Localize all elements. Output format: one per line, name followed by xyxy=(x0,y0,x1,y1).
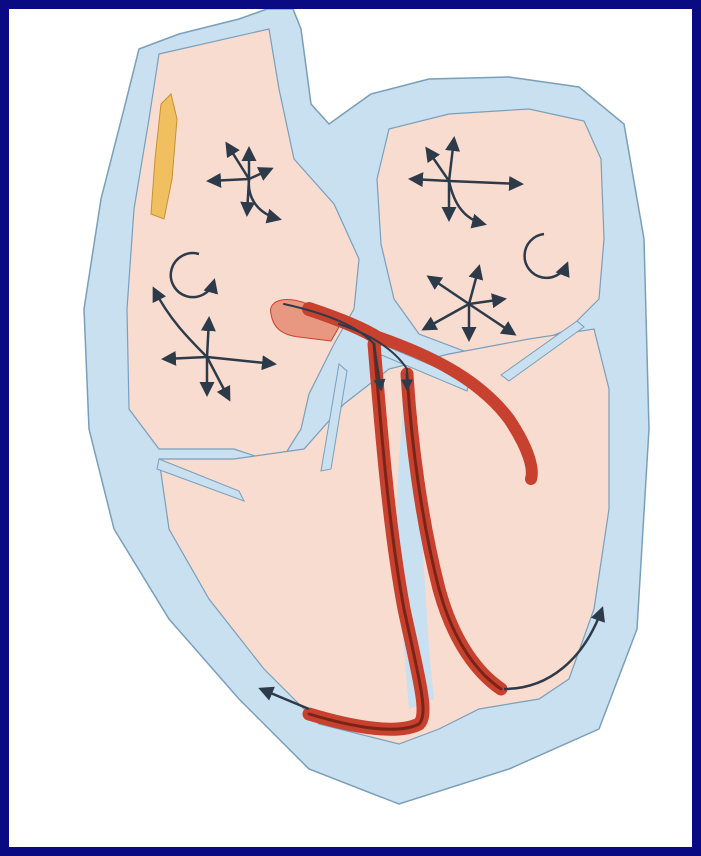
left-atrium xyxy=(377,109,604,351)
diagram-frame xyxy=(9,9,692,847)
heart-conduction-diagram xyxy=(9,9,692,847)
